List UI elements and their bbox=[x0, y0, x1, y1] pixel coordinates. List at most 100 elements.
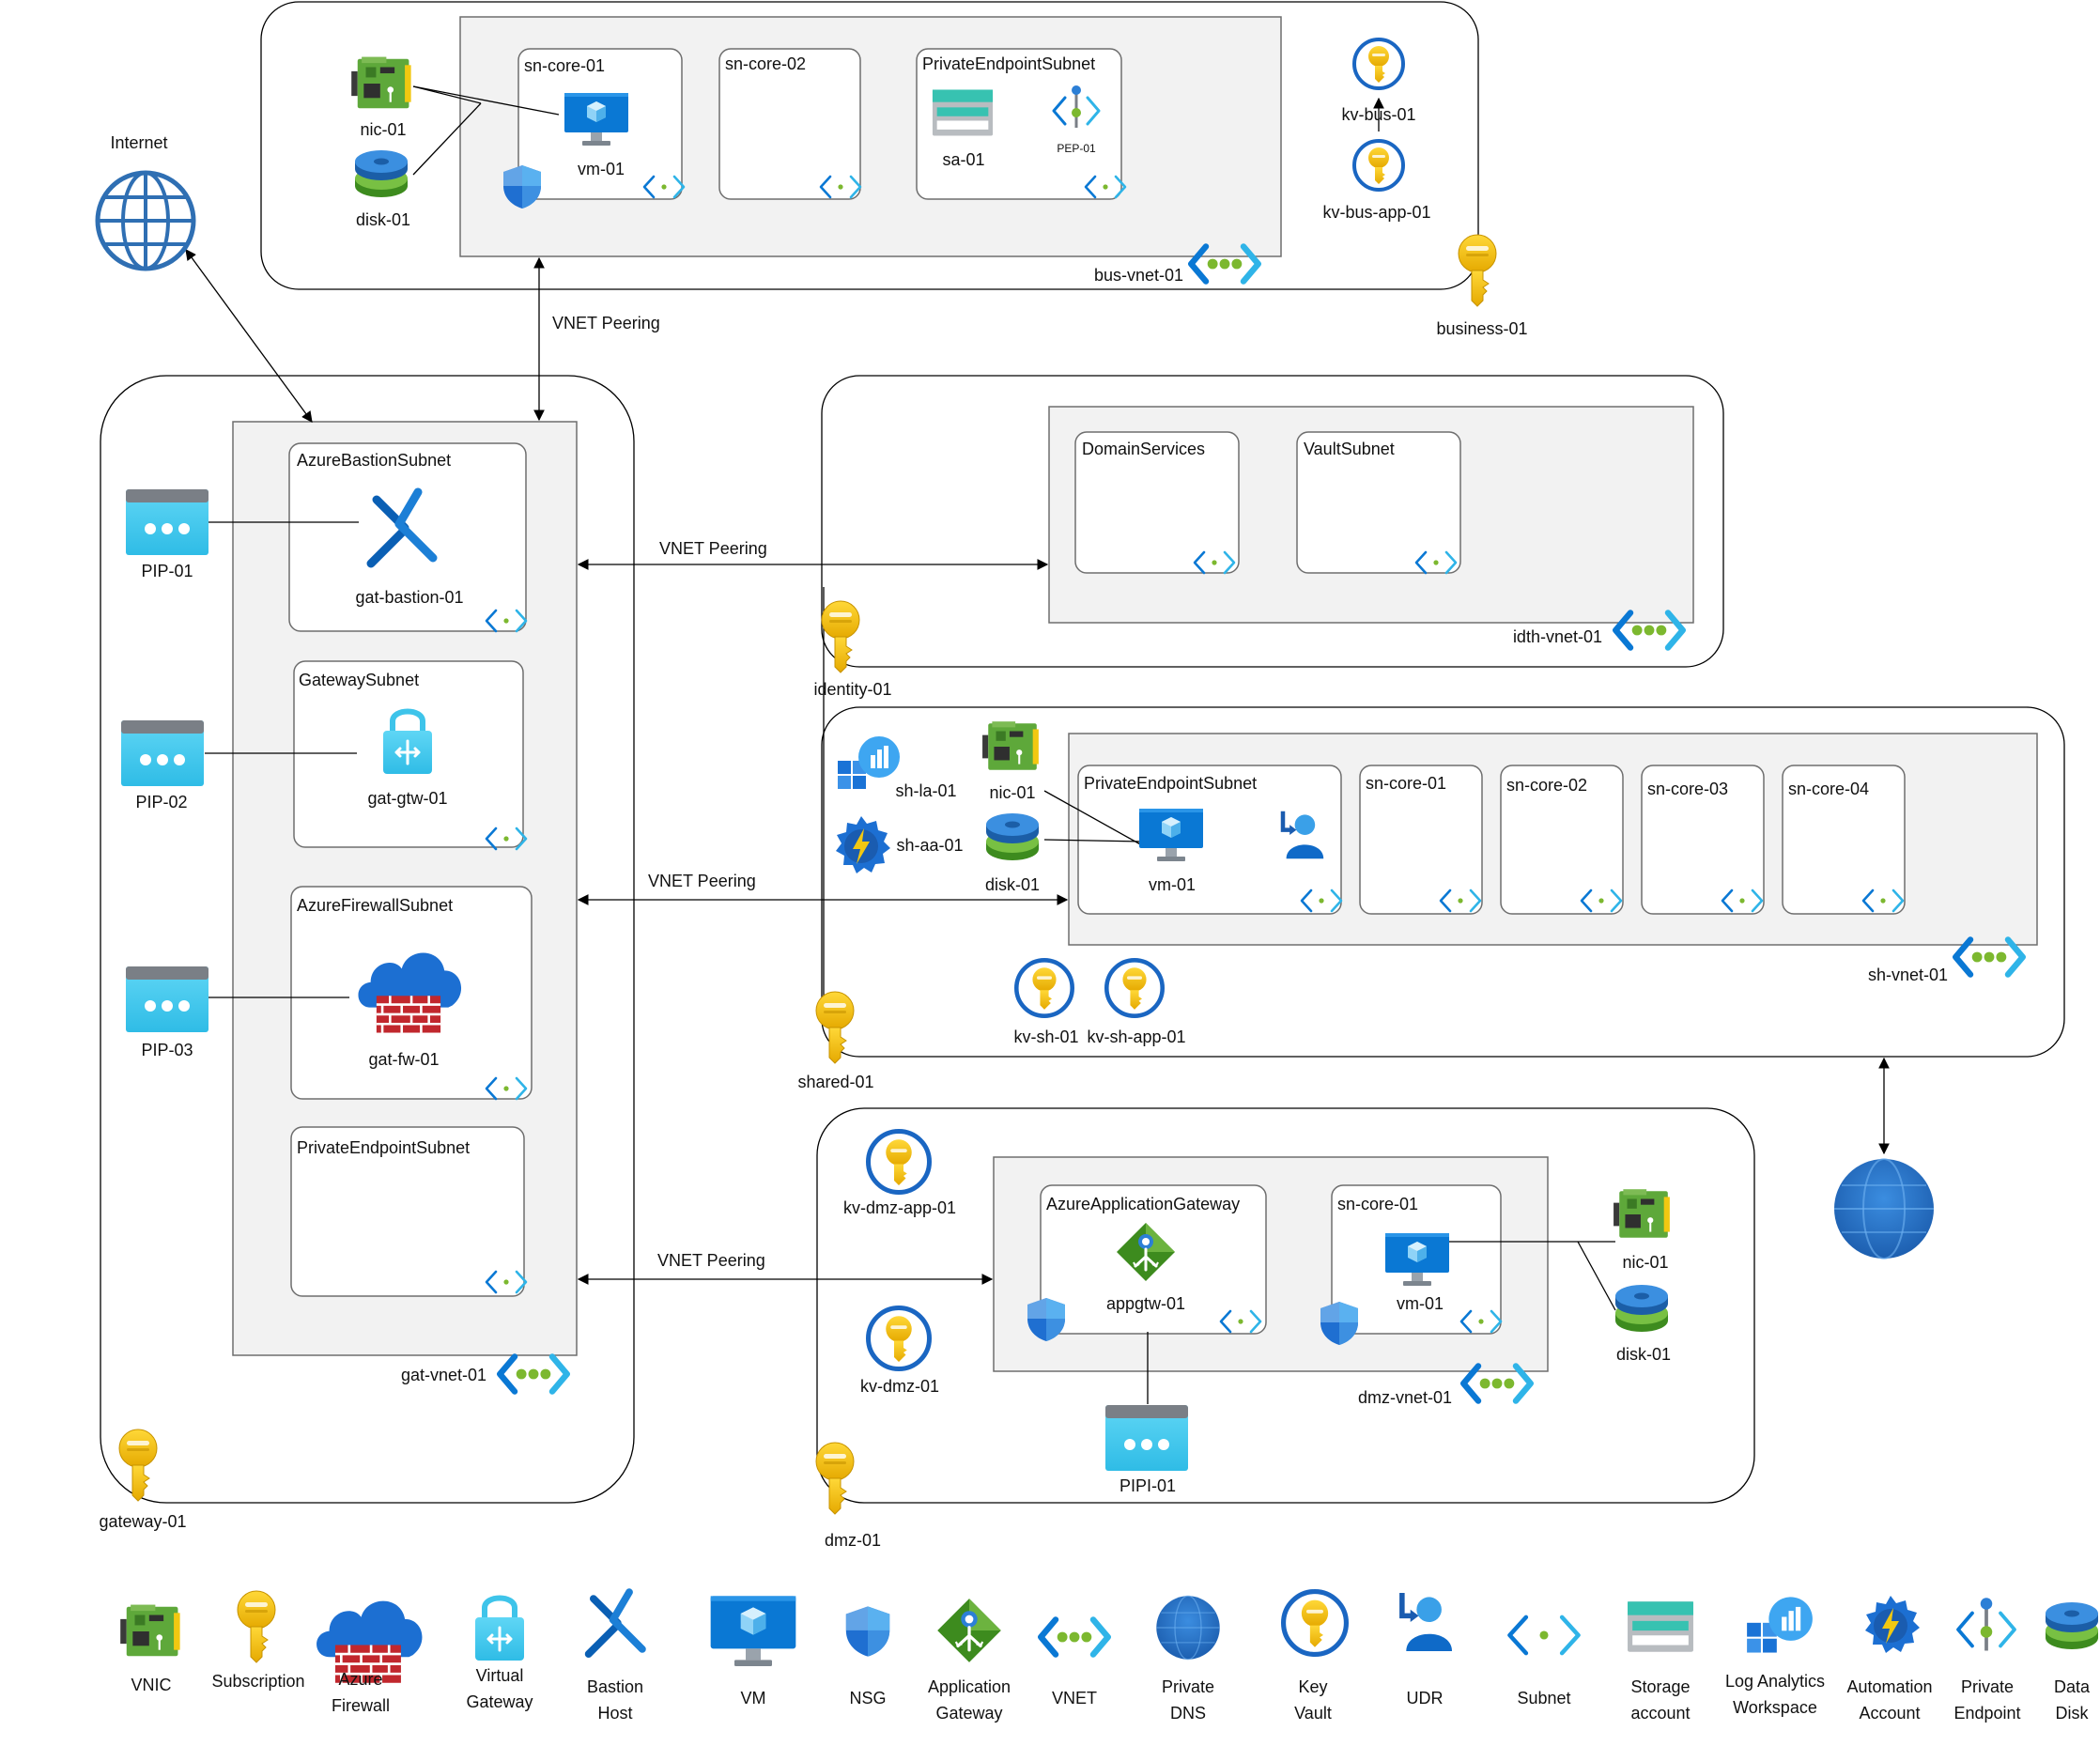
pip-02-icon bbox=[121, 720, 204, 786]
sh-key-vault-app-icon bbox=[1106, 960, 1162, 1015]
log-analytics-icon bbox=[838, 736, 900, 789]
idth-subnet-domain-services bbox=[1074, 431, 1240, 574]
dmz-nic-label: nic-01 bbox=[1622, 1253, 1668, 1272]
dmz-nic-icon bbox=[1613, 1188, 1671, 1239]
sh-subnet2-label: sn-core-01 bbox=[1366, 774, 1446, 793]
dmz-disk-icon bbox=[1615, 1285, 1668, 1332]
identity-subscription-icon bbox=[821, 600, 860, 673]
sh-subnet-private-endpoint bbox=[1077, 765, 1342, 915]
legend-label-log-analytics-line2: Workspace bbox=[1733, 1698, 1817, 1717]
legend-label-data-disk-line1: Data bbox=[2054, 1677, 2091, 1696]
legend-label-key-vault-line1: Key bbox=[1298, 1677, 1327, 1696]
pip-01-label: PIP-01 bbox=[141, 562, 193, 580]
sh-key-vault-icon bbox=[1016, 960, 1072, 1015]
legend-label-log-analytics-line1: Log Analytics bbox=[1725, 1672, 1825, 1691]
gat-subnet1-label: AzureBastionSubnet bbox=[297, 451, 451, 470]
legend-label-udr-line1: UDR bbox=[1407, 1689, 1444, 1707]
legend-key-vault-icon bbox=[1284, 1592, 1347, 1655]
sh-subnet3-label: sn-core-02 bbox=[1506, 776, 1587, 795]
peering-label-2: VNET Peering bbox=[659, 539, 767, 558]
legend-label-private-dns-line2: DNS bbox=[1170, 1704, 1206, 1723]
bus-disk-icon bbox=[355, 150, 408, 197]
pip-03-label: PIP-03 bbox=[141, 1041, 193, 1059]
legend-label-vm-line1: VM bbox=[741, 1689, 766, 1707]
sh-subnet-sn-core-03 bbox=[1641, 765, 1765, 915]
sh-disk-icon bbox=[986, 813, 1039, 860]
legend-label-azure-firewall-line1: Azure bbox=[338, 1670, 382, 1689]
bus-kv1-label: kv-bus-01 bbox=[1341, 105, 1415, 124]
pip-03-icon bbox=[126, 966, 208, 1032]
identity-subscription-box bbox=[821, 375, 1724, 668]
gateway-subscription-icon bbox=[118, 1429, 158, 1502]
business-subscription-label: business-01 bbox=[1436, 319, 1527, 338]
legend-vm-icon bbox=[710, 1596, 796, 1666]
gat-subnet2-label: GatewaySubnet bbox=[299, 671, 419, 689]
legend-data-disk-icon bbox=[2046, 1602, 2098, 1649]
gat-vnet-label: gat-vnet-01 bbox=[401, 1366, 486, 1384]
legend-label-application-gateway-line1: Application bbox=[928, 1677, 1011, 1696]
legend-application-gateway-icon bbox=[935, 1597, 1003, 1664]
legend-private-dns-icon bbox=[1155, 1595, 1221, 1661]
sh-disk-label: disk-01 bbox=[985, 875, 1040, 894]
shared-subscription-icon bbox=[815, 991, 855, 1064]
dmz-subscription-box bbox=[816, 1107, 1755, 1504]
bus-subnet2-label: sn-core-02 bbox=[725, 54, 806, 73]
internet-globe-icon bbox=[98, 173, 193, 269]
peering-label-1: VNET Peering bbox=[552, 314, 660, 332]
bus-subnet-private-endpoint bbox=[916, 48, 1122, 200]
sh-subnet-sn-core-04 bbox=[1782, 765, 1906, 915]
legend-storage-account-icon bbox=[1628, 1601, 1693, 1652]
dmz-key-vault-icon bbox=[869, 1308, 930, 1369]
bus-vm-label: vm-01 bbox=[578, 160, 625, 178]
bus-disk-label: disk-01 bbox=[356, 210, 410, 229]
sh-subnet-sn-core-02 bbox=[1500, 765, 1624, 915]
idth-vnet-label: idth-vnet-01 bbox=[1513, 627, 1602, 646]
dmz-subnet1-label: AzureApplicationGateway bbox=[1046, 1195, 1240, 1213]
bus-subnet3-label: PrivateEndpointSubnet bbox=[922, 54, 1095, 73]
legend-label-vnet-line1: VNET bbox=[1052, 1689, 1097, 1707]
bus-nic-label: nic-01 bbox=[360, 120, 406, 139]
legend-label-azure-firewall-line2: Firewall bbox=[332, 1696, 390, 1715]
legend-nsg-icon bbox=[845, 1606, 890, 1657]
legend-label-private-endpoint-line1: Private bbox=[1961, 1677, 2014, 1696]
dmz-kv2-label: kv-dmz-01 bbox=[860, 1377, 939, 1396]
legend-label-bastion-host-line2: Host bbox=[597, 1704, 632, 1723]
legend-virtual-gateway-icon bbox=[475, 1599, 524, 1661]
peering-label-4: VNET Peering bbox=[657, 1251, 765, 1270]
gat-vnet-marker-icon bbox=[500, 1356, 566, 1391]
dns-icon bbox=[1833, 1158, 1935, 1259]
idth-subnet2-label: VaultSubnet bbox=[1304, 440, 1395, 458]
legend-log-analytics-icon bbox=[1747, 1597, 1813, 1653]
gat-subnet3-label: AzureFirewallSubnet bbox=[297, 896, 453, 915]
legend-subscription-icon bbox=[237, 1590, 276, 1663]
legend-label-private-endpoint-line2: Endpoint bbox=[1953, 1704, 2020, 1723]
pip-01-icon bbox=[126, 489, 208, 555]
dmz-vm-label: vm-01 bbox=[1397, 1294, 1444, 1313]
dmz-subscription-label: dmz-01 bbox=[825, 1531, 881, 1550]
business-subscription-icon bbox=[1458, 234, 1497, 307]
bus-nic-icon bbox=[350, 55, 412, 110]
legend-udr-icon bbox=[1402, 1593, 1452, 1651]
gat-subnet4-label: PrivateEndpointSubnet bbox=[297, 1138, 470, 1157]
sh-vnet-label: sh-vnet-01 bbox=[1868, 966, 1948, 984]
legend-label-data-disk-line2: Disk bbox=[2056, 1704, 2090, 1723]
legend-label-vnic-line1: VNIC bbox=[131, 1676, 171, 1694]
automation-account-icon bbox=[836, 816, 890, 873]
legend-label-subnet-line1: Subnet bbox=[1517, 1689, 1570, 1707]
legend-label-application-gateway-line2: Gateway bbox=[935, 1704, 1002, 1723]
bus-key-vault-app-icon bbox=[1352, 139, 1405, 192]
legend-label-virtual-gateway-line2: Gateway bbox=[466, 1692, 533, 1711]
sh-subnet-sn-core-01 bbox=[1359, 765, 1483, 915]
sh-la-label: sh-la-01 bbox=[895, 781, 956, 800]
legend-label-automation-account-line1: Automation bbox=[1846, 1677, 1932, 1696]
dmz-disk-label: disk-01 bbox=[1616, 1345, 1671, 1364]
sh-nic-icon bbox=[981, 720, 1040, 771]
legend-label-key-vault-line2: Vault bbox=[1294, 1704, 1332, 1723]
bus-kv2-label: kv-bus-app-01 bbox=[1322, 203, 1430, 222]
legend-bastion-host-icon bbox=[589, 1592, 642, 1654]
gat-gtw-label: gat-gtw-01 bbox=[367, 789, 447, 808]
bus-vnet-label: bus-vnet-01 bbox=[1094, 266, 1183, 285]
dmz-kv1-label: kv-dmz-app-01 bbox=[843, 1198, 956, 1217]
shared-subscription-box bbox=[821, 706, 2065, 1058]
